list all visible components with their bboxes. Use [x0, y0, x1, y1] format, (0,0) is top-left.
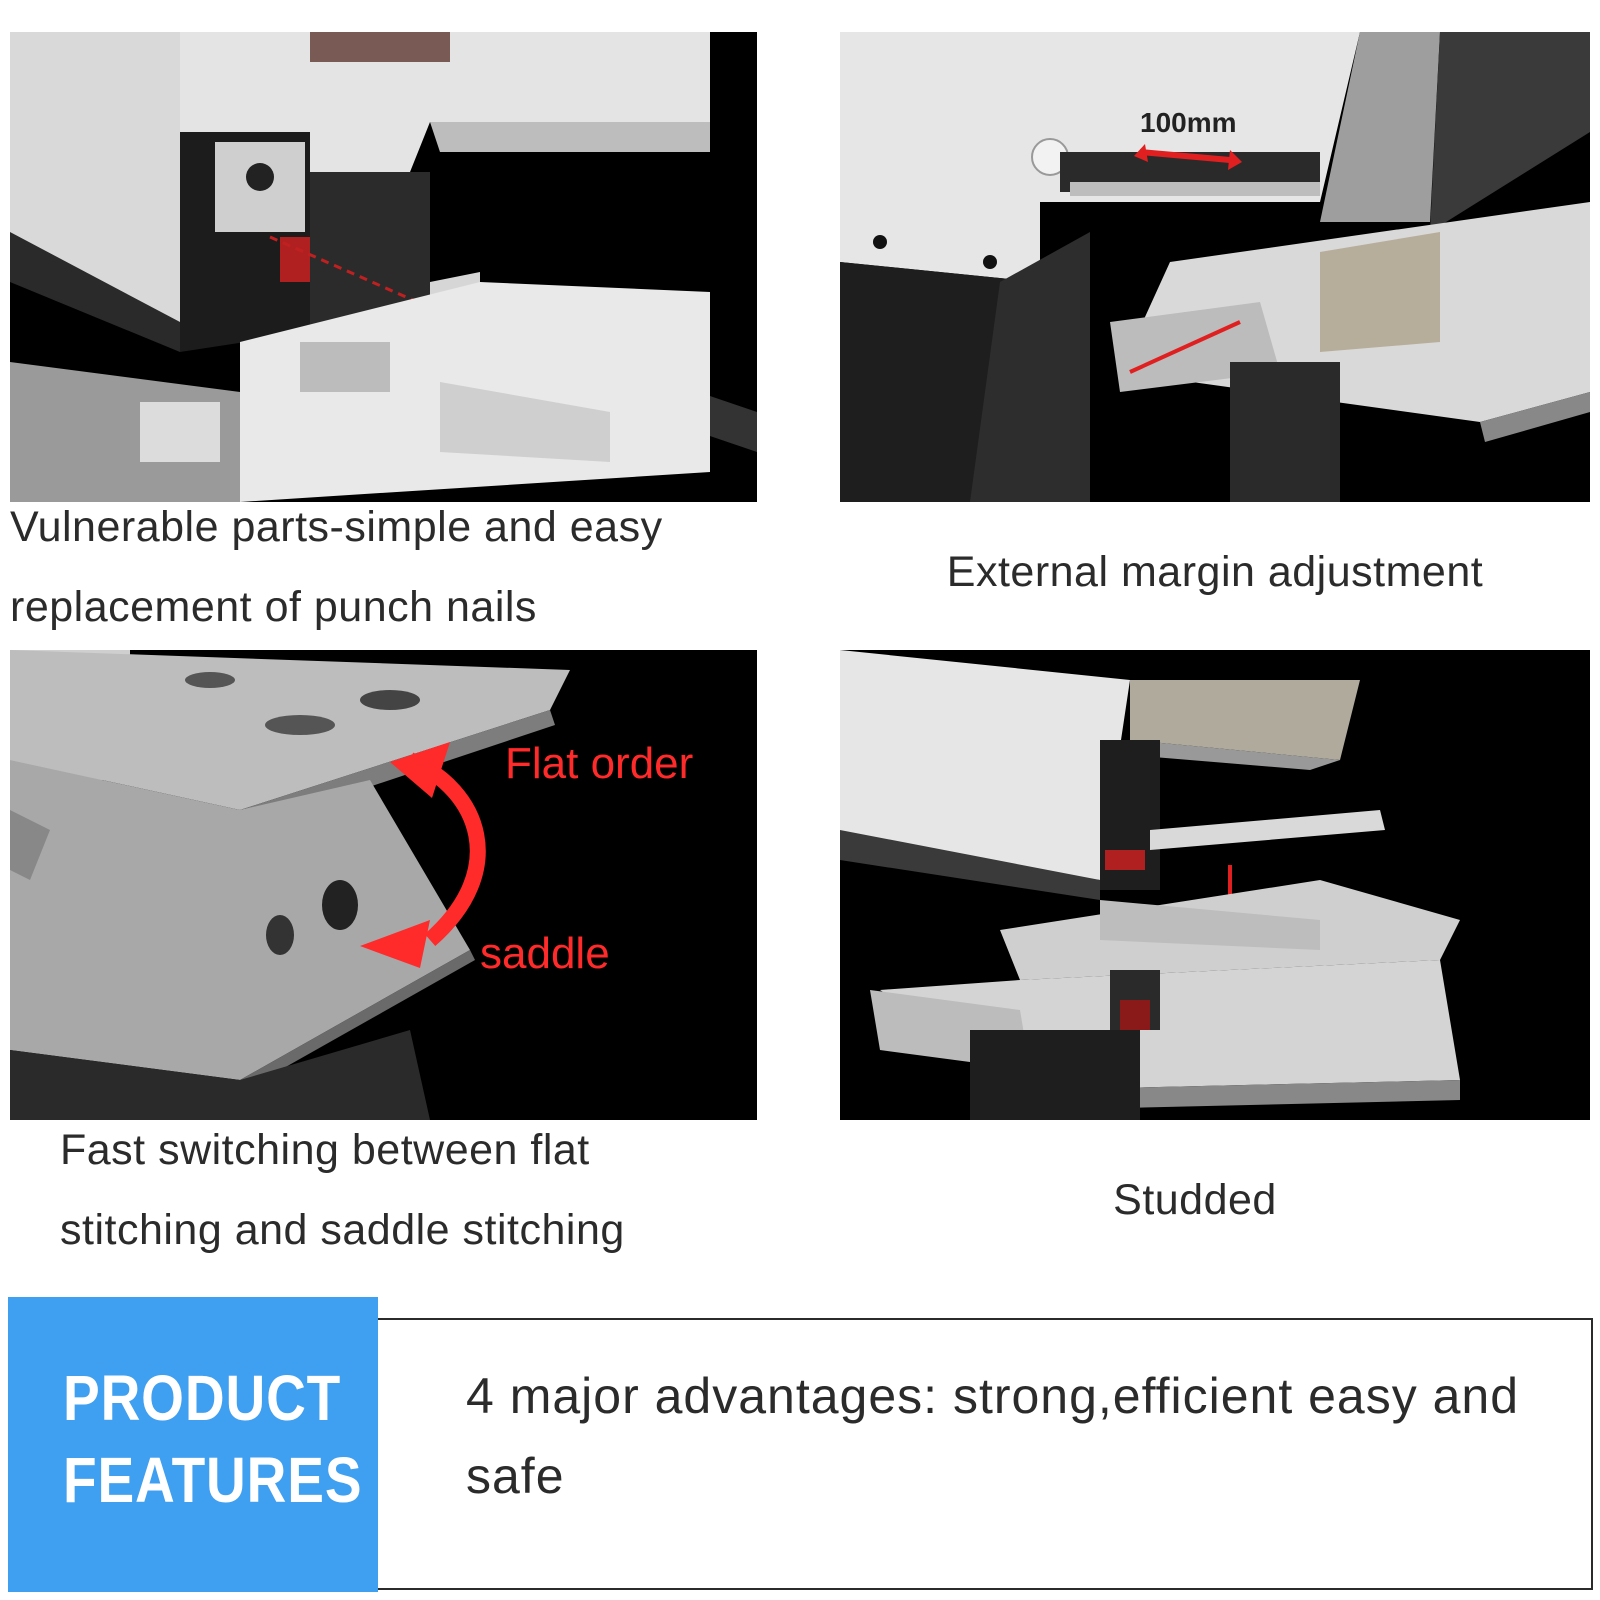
punch-nails-caption: Vulnerable parts-simple and easy replace…: [10, 487, 810, 647]
advantages-box: 4 major advantages: strong,efficient eas…: [378, 1318, 1593, 1590]
flat-saddle-caption: Fast switching between flat stitching an…: [60, 1110, 820, 1270]
saddle-label: saddle: [480, 929, 610, 978]
caption-line: Studded: [1113, 1176, 1277, 1224]
flat-order-label: Flat order: [505, 739, 693, 788]
flat-saddle-illustration: Flat order saddle: [10, 650, 757, 1120]
caption-line: External margin adjustment: [946, 548, 1484, 596]
banner-title-line: PRODUCT: [63, 1362, 342, 1434]
studded-illustration: [840, 650, 1590, 1120]
flat-saddle-image: Flat order saddle: [10, 650, 757, 1120]
advantages-text: 4 major advantages: strong,efficient eas…: [466, 1368, 1520, 1504]
measure-label: 100mm: [1140, 107, 1237, 138]
caption-line: stitching and saddle stitching: [60, 1206, 625, 1254]
punch-nails-image: [10, 32, 757, 502]
margin-adjustment-image: 100mm: [840, 32, 1590, 502]
studded-caption: Studded: [840, 1160, 1550, 1240]
product-features-banner: PRODUCT FEATURES: [8, 1297, 378, 1592]
margin-adjustment-caption: External margin adjustment: [840, 532, 1590, 612]
stapler-head-illustration: [10, 32, 757, 502]
banner-title: PRODUCT FEATURES: [63, 1357, 362, 1521]
caption-line: Vulnerable parts-simple and easy: [10, 503, 663, 551]
margin-adjustment-illustration: 100mm: [840, 32, 1590, 502]
studded-image: [840, 650, 1590, 1120]
caption-line: Fast switching between flat: [60, 1126, 590, 1174]
banner-title-line: FEATURES: [63, 1444, 363, 1516]
caption-line: replacement of punch nails: [10, 583, 537, 631]
